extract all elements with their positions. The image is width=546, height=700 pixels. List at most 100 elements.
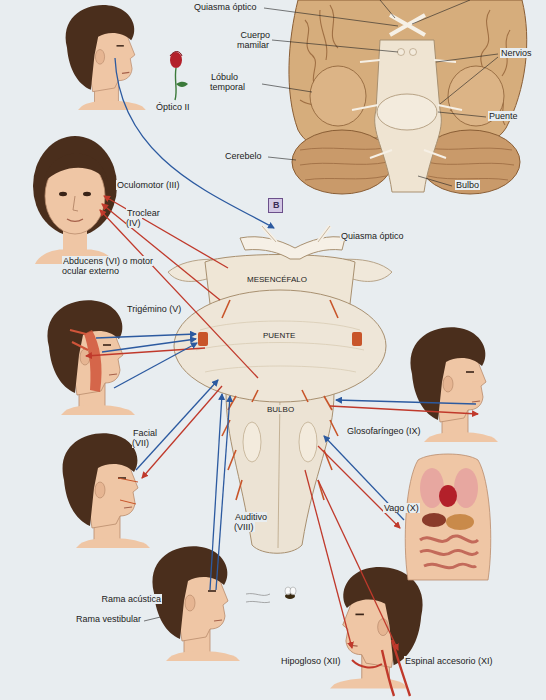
leader-line — [412, 0, 470, 24]
sensory-fiber-arrow — [96, 334, 196, 338]
head-figure — [66, 5, 146, 110]
rose-icon — [170, 52, 182, 57]
motor-fiber-arrow — [102, 204, 220, 300]
label-patch: Quiasma óptico — [340, 231, 405, 241]
torso-organs — [420, 468, 444, 508]
brainstem — [243, 422, 261, 462]
region-label: BULBO — [266, 405, 306, 414]
head-figure — [153, 546, 240, 661]
nerve-label: Facial (VII) — [132, 428, 172, 449]
brain-base-view — [310, 66, 366, 126]
brainstem — [262, 226, 330, 242]
head-figure — [352, 660, 382, 667]
brain-base-view — [289, 0, 527, 194]
label-patch: Trigémino (V) — [126, 304, 182, 314]
head-figure — [330, 567, 423, 689]
head-figure — [0, 0, 498, 696]
part-label: Cerebelo — [224, 151, 268, 161]
leader-line — [262, 84, 312, 92]
part-label: Quiasma óptico — [340, 231, 420, 241]
region-label: MESENCÉFALO — [246, 275, 322, 284]
brain-base-view — [352, 60, 462, 158]
torso-organs — [446, 514, 474, 530]
torso-organs — [439, 485, 457, 507]
sensory-fiber-arrow — [114, 343, 197, 388]
head-figure — [63, 433, 150, 548]
rose-icon — [176, 82, 188, 87]
label-patch: PUENTE — [262, 331, 296, 340]
leader-line — [440, 57, 498, 104]
brainstem — [168, 226, 392, 553]
bee-icon — [246, 587, 296, 603]
bee-icon — [246, 594, 270, 603]
box-letter: B — [273, 201, 278, 211]
nerve-label: Oculomotor (III) — [116, 180, 196, 190]
brainstem — [196, 321, 364, 372]
brain-base-view — [292, 130, 392, 194]
branch-label: Rama vestibular — [38, 614, 142, 624]
torso-organs — [420, 536, 478, 568]
sensory-fiber-arrow — [115, 58, 274, 228]
head-figure — [118, 478, 138, 504]
motor-fiber-arrow — [305, 470, 352, 648]
head-figure — [48, 300, 135, 415]
label-patch: Bulbo — [455, 180, 480, 190]
sensory-fiber-arrow — [336, 400, 476, 404]
leader-line — [264, 8, 398, 26]
brainstem — [240, 237, 345, 259]
leader-line — [380, 0, 395, 18]
torso-organs — [405, 454, 491, 580]
rose-icon — [170, 52, 182, 68]
label-patch: Abducens (VI) o motor ocular externo — [62, 256, 153, 276]
label-patch: Oculomotor (III) — [116, 180, 181, 190]
head-figure — [70, 330, 88, 350]
leader-line — [436, 54, 498, 62]
nerve-label: Abducens (VI) o motor ocular externo — [62, 256, 162, 277]
label-patch: Quiasma óptico — [193, 2, 258, 12]
label-patch: Puente — [488, 111, 519, 121]
sensory-fiber-arrow — [210, 394, 222, 590]
label-patch: Lóbulo temporal — [210, 72, 246, 92]
label-patch: Facial (VII) — [132, 428, 157, 448]
brain-base-view — [410, 49, 417, 56]
label-patch: MESENCÉFALO — [246, 275, 308, 284]
head-figure — [84, 330, 102, 392]
part-label: Cuerpo mamilar — [224, 30, 270, 51]
label-patch: BULBO — [266, 405, 295, 414]
brain-base-view — [398, 49, 405, 56]
torso-organs — [454, 468, 478, 508]
region-label: PUENTE — [262, 331, 312, 340]
head-figure — [382, 640, 410, 696]
sensory-fiber-arrow — [102, 339, 196, 352]
brain-base-view — [377, 94, 437, 130]
motor-fiber-arrow — [318, 446, 400, 528]
nerve-label: Hipogloso (XII) — [280, 656, 362, 666]
label-patch: Nervios — [500, 48, 533, 58]
brainstem — [262, 226, 330, 242]
label-patch: Rama vestibular — [75, 614, 142, 624]
bee-icon — [290, 587, 296, 595]
label-patch: Óptico II — [155, 102, 191, 112]
brainstem — [352, 332, 362, 346]
part-label: Puente — [488, 111, 532, 121]
label-patch: Espinal accesorio (XI) — [404, 656, 494, 666]
label-patch: Rama acústica — [100, 594, 162, 604]
panel-letter-box: B — [268, 198, 283, 213]
nerve-label: Trigémino (V) — [126, 304, 202, 314]
brainstem — [174, 290, 386, 402]
nerve-label: Glosofaríngeo (IX) — [346, 426, 442, 436]
leader-line — [144, 0, 498, 621]
brain-base-view — [375, 40, 442, 192]
nerve-label: Vago (X) — [383, 503, 435, 513]
label-patch: Vago (X) — [383, 503, 420, 513]
branch-label: Rama acústica — [58, 594, 162, 604]
part-label: Nervios — [500, 48, 544, 58]
brain-base-view — [390, 15, 425, 35]
label-patch: Glosofaríngeo (IX) — [346, 426, 422, 436]
rose-icon — [170, 52, 188, 101]
brainstem — [226, 392, 334, 553]
part-label: Quiasma óptico — [193, 2, 265, 12]
brainstem — [222, 300, 338, 500]
